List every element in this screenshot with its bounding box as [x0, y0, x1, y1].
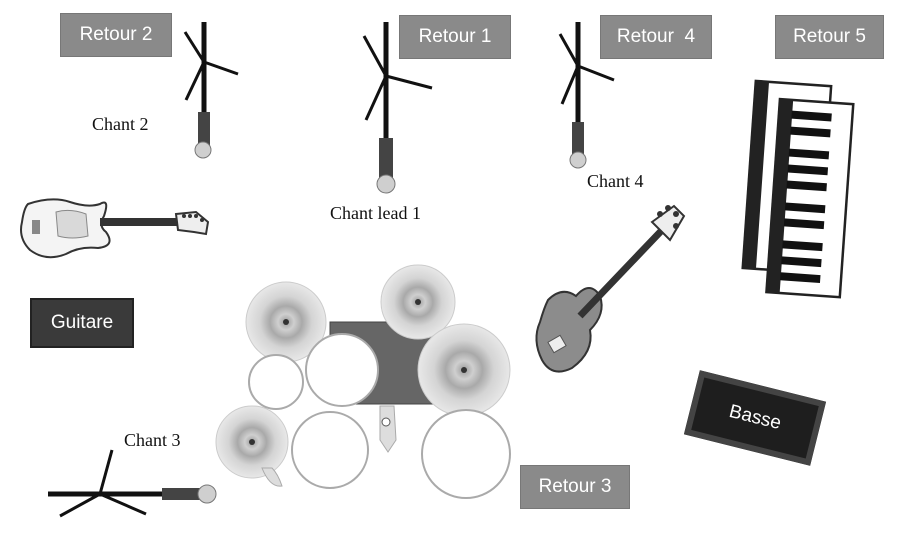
bass-guitar-icon	[535, 204, 686, 373]
retour-5-box: Retour 5	[775, 15, 884, 59]
mic-stand-chant-4	[558, 22, 615, 169]
chant-lead-1-label: Chant lead 1	[330, 203, 421, 223]
chant-3-label: Chant 3	[124, 430, 181, 450]
retour-2-box: Retour 2	[60, 13, 172, 57]
guitar-icon	[20, 198, 210, 259]
mic-stand-chant-2	[183, 22, 239, 159]
mic-stand-chant-3	[48, 449, 217, 518]
keyboard-icon	[741, 79, 855, 299]
retour-4-box: Retour 4	[600, 15, 712, 59]
retour-3-box: Retour 3	[520, 465, 630, 509]
mic-stand-chant-lead-1	[362, 22, 433, 194]
drum-kit-icon	[215, 264, 511, 499]
chant-2-label: Chant 2	[92, 114, 149, 134]
retour-1-box: Retour 1	[399, 15, 511, 59]
guitare-amp: Guitare	[30, 298, 134, 348]
chant-4-label: Chant 4	[587, 171, 644, 191]
